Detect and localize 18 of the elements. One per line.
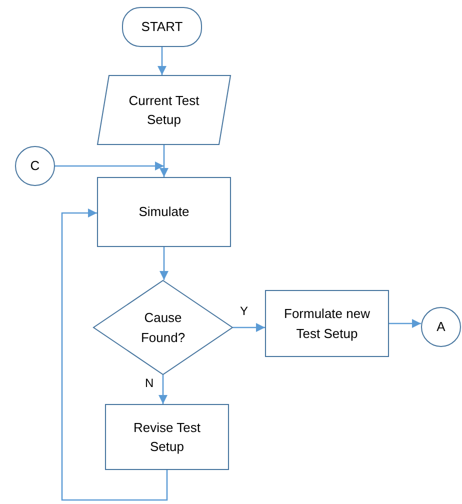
arrow — [159, 247, 169, 280]
arrow — [158, 375, 168, 404]
arrow — [157, 47, 167, 75]
arrow — [389, 318, 421, 328]
node-label: A — [436, 318, 446, 336]
arrow — [159, 145, 169, 177]
node-label: Simulate — [138, 203, 190, 222]
node-label: Formulate new Test Setup — [283, 305, 371, 343]
arrow — [55, 161, 164, 171]
arrow — [61, 208, 168, 501]
arrow — [233, 322, 265, 332]
node-label: Revise Test Setup — [132, 418, 202, 456]
node-label: START — [141, 18, 183, 36]
edge-label: Y — [238, 304, 250, 318]
node-label: Current Test Setup — [128, 92, 200, 129]
node-label: Cause Found? — [140, 309, 186, 346]
edge-label: N — [143, 376, 156, 390]
node-label: C — [30, 157, 40, 176]
